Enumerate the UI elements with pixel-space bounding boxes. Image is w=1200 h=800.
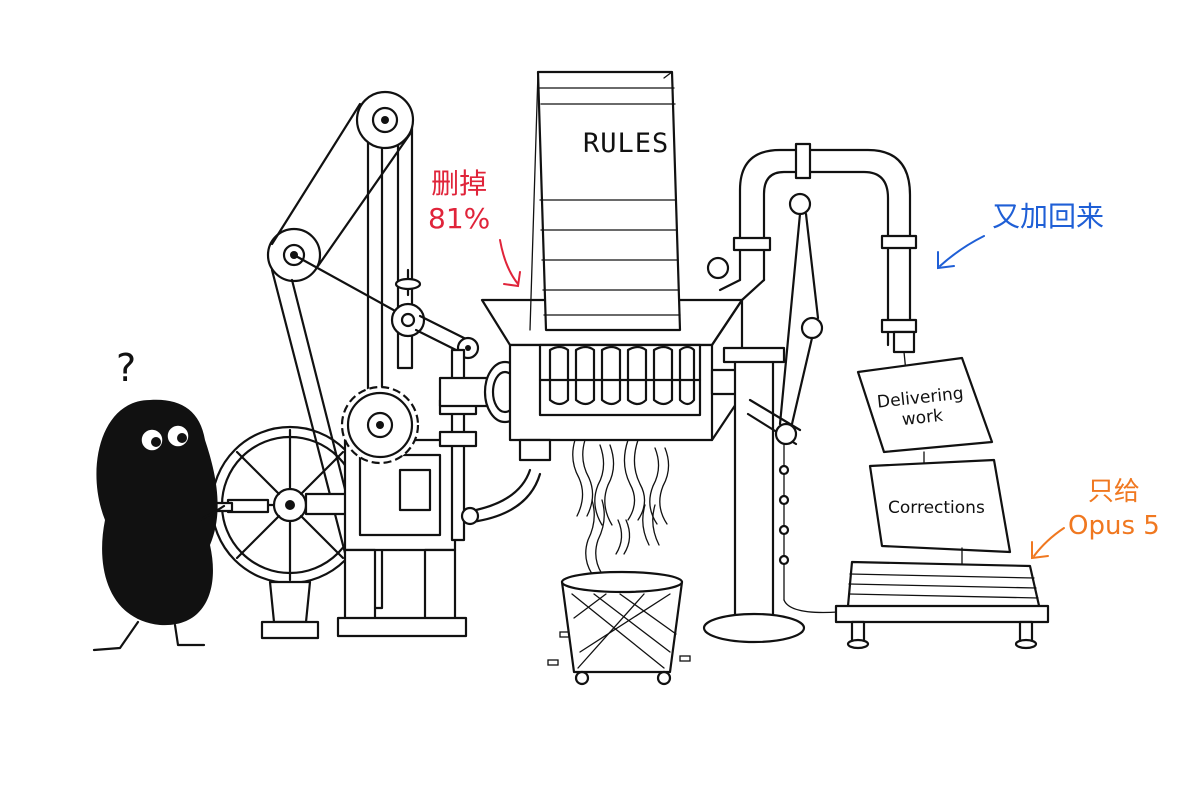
- annotation-arrows: [499, 235, 1065, 560]
- rules-label: RULES: [583, 128, 670, 159]
- blob-character-icon: [92, 399, 226, 652]
- paper-stack-icon: [834, 560, 1050, 650]
- rules-stack: [529, 70, 682, 332]
- shredder-icon: [438, 298, 754, 462]
- waste-basket-icon: [560, 570, 684, 686]
- gearbox: [336, 348, 542, 638]
- opus-note: 只给 Opus 5: [1068, 477, 1160, 541]
- paper-strips: [547, 439, 691, 666]
- pipe-icon: [702, 142, 918, 644]
- corrections-label: Corrections: [888, 498, 985, 518]
- note-cards: [856, 351, 1012, 565]
- question-mark: ?: [116, 346, 137, 390]
- delete-note: 删掉 81%: [428, 167, 491, 235]
- added-back-note: 又加回来: [992, 200, 1105, 233]
